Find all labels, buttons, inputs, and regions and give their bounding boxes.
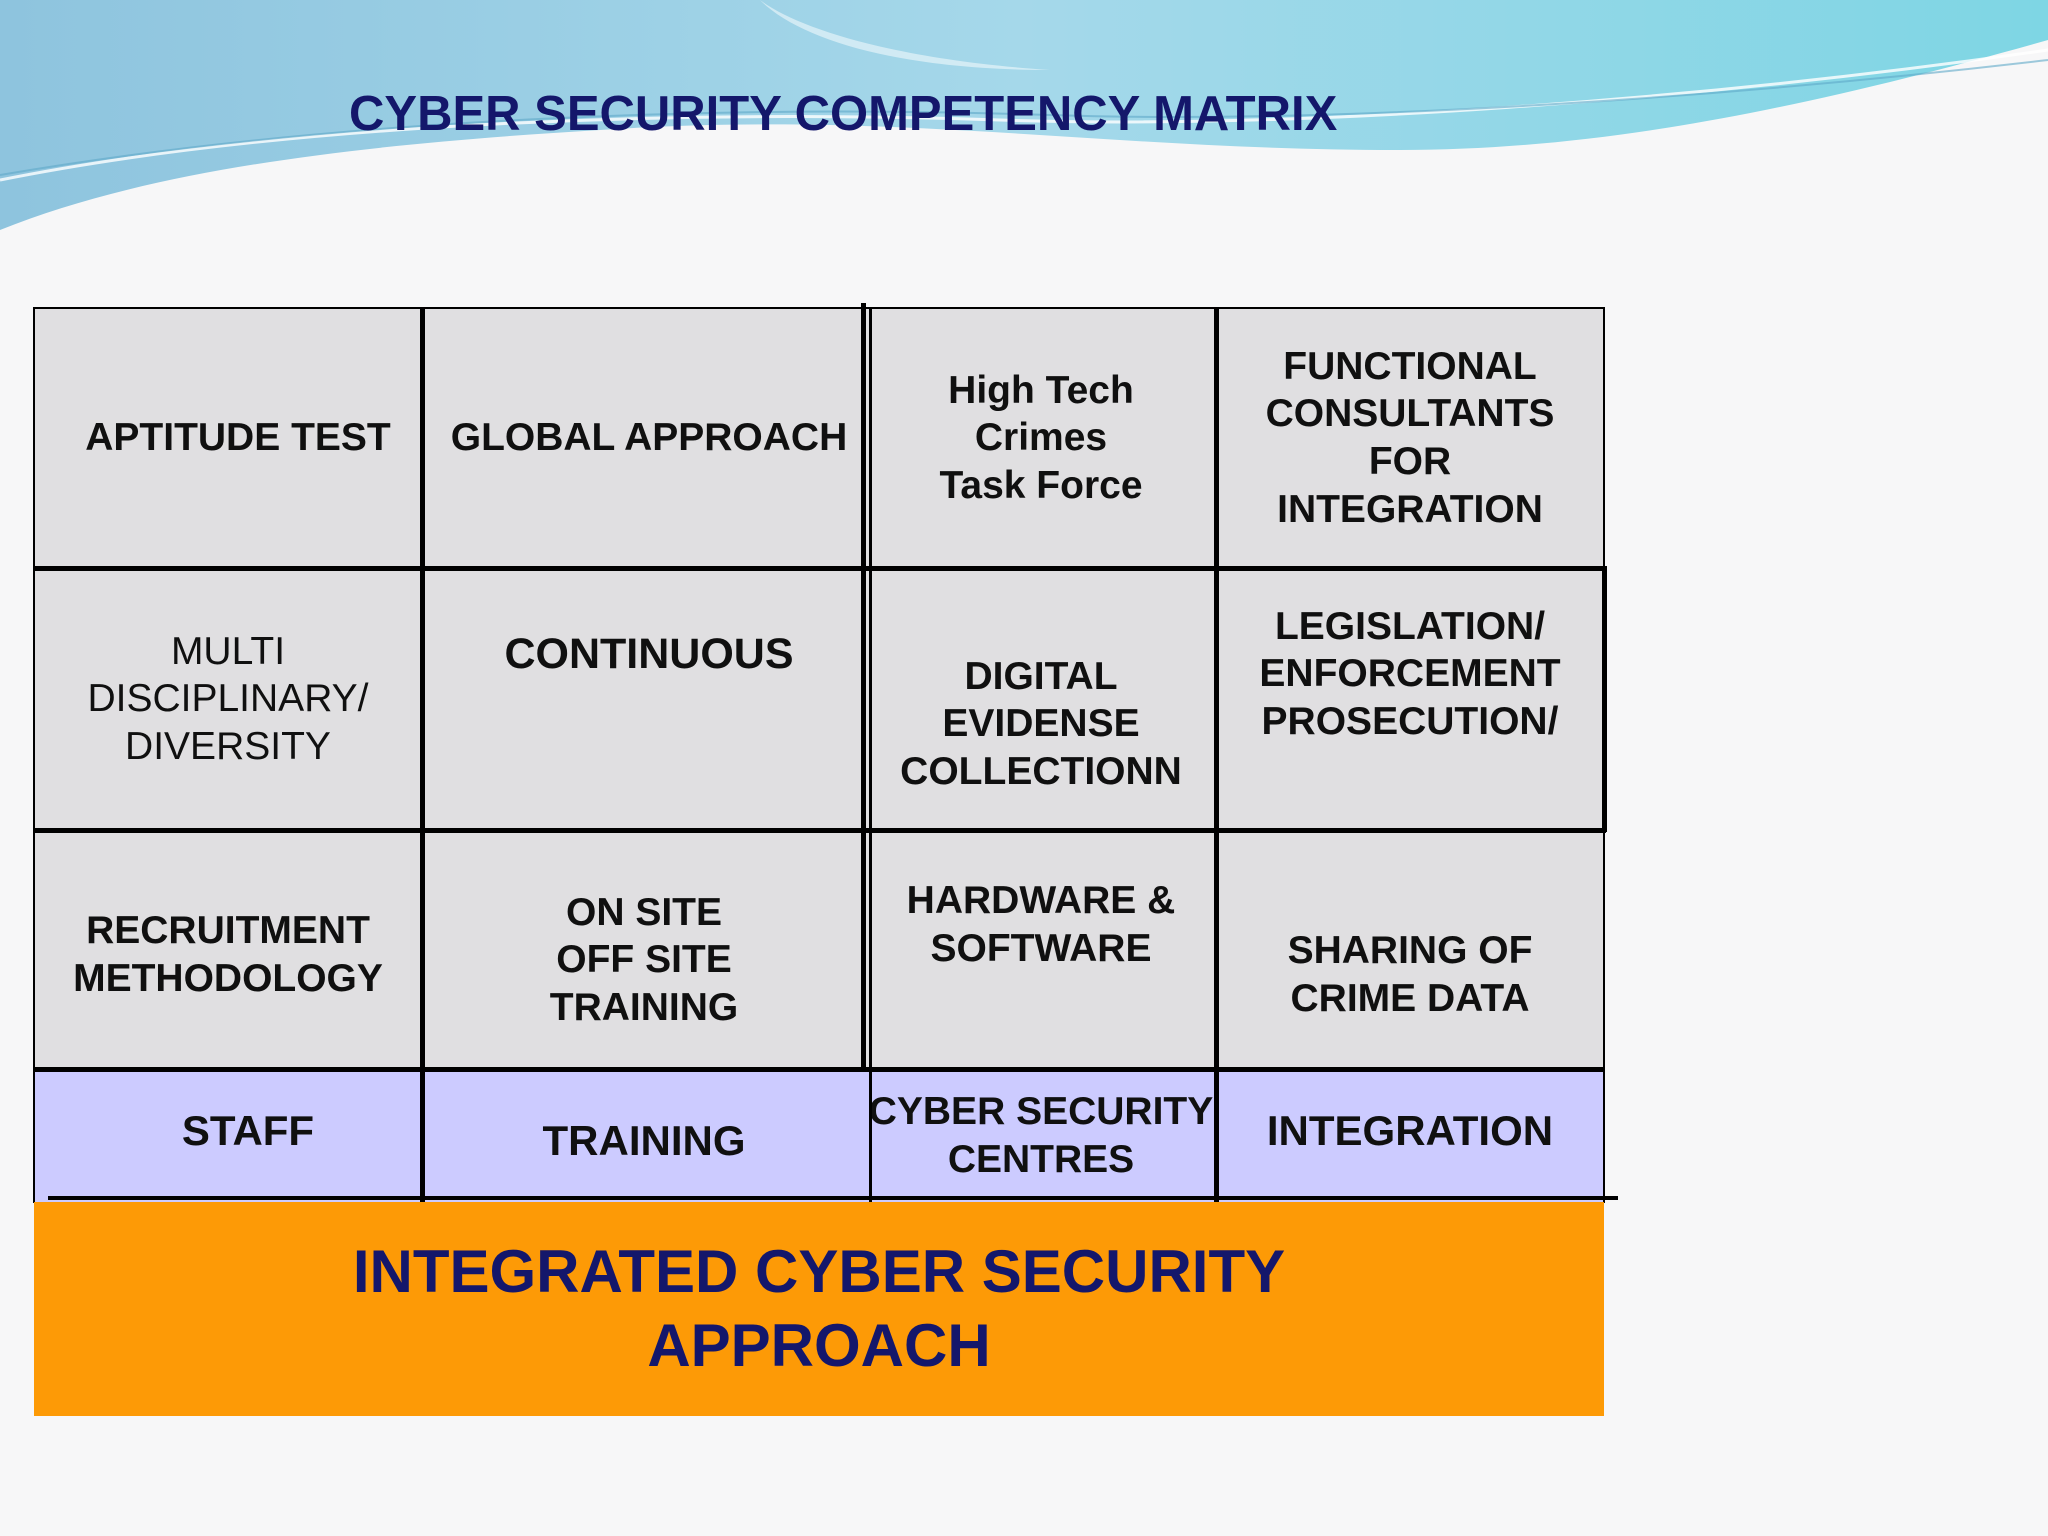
cell-hardware-software: HARDWARE & SOFTWARE: [866, 830, 1216, 1070]
grid-line-row-2: [34, 828, 1606, 833]
grid-border-left: [33, 307, 35, 1203]
pillar-staff: STAFF: [34, 1070, 422, 1202]
cell-continuous: CONTINUOUS: [422, 568, 866, 830]
grid-line-bottom: [48, 1196, 1618, 1200]
slide-title: CYBER SECURITY COMPETENCY MATRIX: [349, 87, 1338, 141]
banner-text: INTEGRATED CYBER SECURITY APPROACH: [352, 1238, 1286, 1379]
grid-line-row-1: [34, 566, 1606, 571]
grid-line-col-2a: [861, 303, 866, 1070]
pillar-integration: INTEGRATION: [1216, 1070, 1604, 1202]
grid-line-row-3: [34, 1067, 1604, 1072]
cell-global-approach: GLOBAL APPROACH: [422, 308, 866, 568]
cell-functional-consultants: FUNCTIONAL CONSULTANTS FOR INTEGRATION: [1216, 308, 1604, 568]
grid-line-right-thick: [1602, 566, 1607, 832]
grid-border-top: [34, 307, 1604, 309]
cell-sharing-crime-data: SHARING OF CRIME DATA: [1216, 830, 1604, 1070]
cell-recruitment-methodology: RECRUITMENT METHODOLOGY: [34, 830, 422, 1070]
cell-aptitude-test: APTITUDE TEST: [34, 308, 422, 568]
cell-high-tech-crimes: High Tech Crimes Task Force: [866, 308, 1216, 568]
grid-line-col-1: [420, 307, 425, 1203]
cell-on-off-site-training: ON SITE OFF SITE TRAINING: [422, 830, 866, 1070]
grid-line-col-2b: [869, 307, 872, 1212]
cell-multi-disciplinary: MULTI DISCIPLINARY/ DIVERSITY: [34, 568, 422, 830]
pillar-cyber-security-centres: CYBER SECURITY CENTRES: [866, 1070, 1216, 1202]
header-wave-decoration: [0, 0, 2048, 230]
cell-digital-evidense: DIGITAL EVIDENSE COLLECTIONN: [866, 568, 1216, 830]
pillar-training: TRAINING: [422, 1070, 866, 1202]
cell-legislation: LEGISLATION/ ENFORCEMENT PROSECUTION/: [1216, 568, 1604, 830]
grid-line-col-3: [1214, 307, 1219, 1203]
integrated-approach-banner: INTEGRATED CYBER SECURITY APPROACH: [34, 1202, 1604, 1416]
